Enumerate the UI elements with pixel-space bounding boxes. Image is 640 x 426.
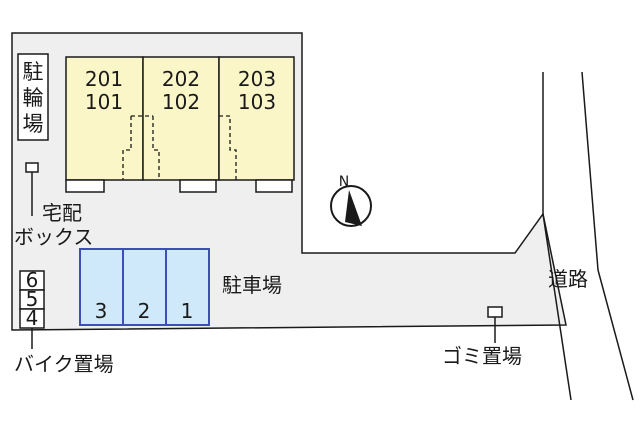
parking-space-3 [79,248,124,326]
unit-upper-1: 201 [85,67,123,91]
motorbike-slot-label-5: 5 [26,287,39,311]
entrance-step-1 [65,179,105,193]
road-edge-right [581,71,634,401]
compass-north-label: N [339,174,349,190]
delivery-box: 宅配 ボックス [14,162,93,249]
garbage-label: ゴミ置場 [442,344,522,368]
parking-space-label-1: 1 [181,299,194,323]
parking-space-1 [165,248,210,326]
road-label: 道路 [548,267,588,291]
north-compass: N [330,174,372,227]
parking-space-label-2: 2 [138,299,151,323]
entrance-step-3 [255,179,293,193]
delivery-box-label-line1: 宅配 [42,201,82,225]
unit-block-3 [218,56,295,181]
delivery-box-marker [25,162,39,173]
apartment-building: 201 101 202 102 203 103 [65,56,295,193]
unit-lower-3: 103 [238,90,276,114]
garbage-marker [487,306,503,318]
unit-lower-2: 102 [162,90,200,114]
compass-needle [345,190,362,226]
stair-dashed-2 [219,115,237,180]
delivery-box-label-line2: ボックス [14,225,93,249]
bicycle-parking: 駐 輪 場 [17,53,49,141]
unit-upper-2: 202 [162,67,200,91]
parking-space-label-3: 3 [95,299,108,323]
bicycle-parking-char-3: 場 [23,112,44,136]
motorbike-slot-label-4: 4 [26,306,39,330]
car-parking: 3 2 1 駐車場 [79,248,282,326]
entrance-step-2 [179,179,217,193]
motorbike-parking-label: バイク置場 [14,352,114,376]
unit-upper-3: 203 [238,67,276,91]
bicycle-parking-box [17,53,49,141]
motorbike-slot-label-6: 6 [26,268,39,292]
car-parking-label: 駐車場 [222,273,282,297]
unit-lower-1: 101 [85,90,123,114]
road-edge-left [542,72,572,401]
bicycle-parking-char-1: 駐 [23,60,44,84]
bicycle-parking-char-2: 輪 [23,86,44,110]
unit-block-1 [65,56,144,181]
garbage-area: ゴミ置場 [442,306,522,368]
stair-dashed-1 [122,115,160,180]
motorbike-parking: 6 5 4 バイク置場 [14,268,114,376]
